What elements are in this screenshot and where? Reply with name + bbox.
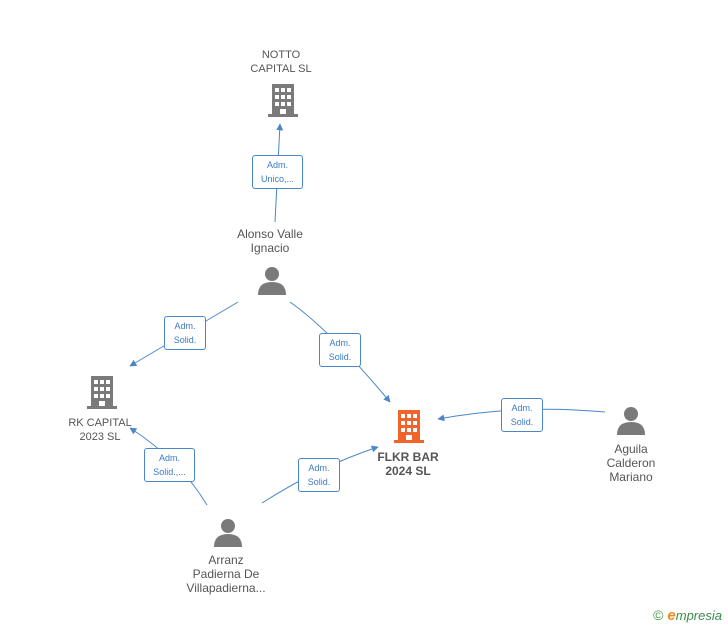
edge-label-alonso-rk[interactable]: Adm. Solid.: [164, 316, 206, 350]
node-label-notto[interactable]: NOTTO CAPITAL SL: [250, 49, 312, 75]
node-label-alonso[interactable]: Alonso Valle Ignacio: [237, 227, 303, 255]
person-icon[interactable]: [617, 407, 645, 435]
building-icon[interactable]: [268, 84, 298, 117]
brand-initial: e: [667, 607, 676, 624]
person-icon[interactable]: [214, 519, 242, 547]
edge-label-arranz-rk[interactable]: Adm. Solid.,...: [144, 448, 195, 482]
building-icon[interactable]: [87, 376, 117, 409]
node-label-flkr[interactable]: FLKR BAR 2024 SL: [377, 450, 439, 478]
person-icon[interactable]: [258, 267, 286, 295]
edge-label-alonso-flkr[interactable]: Adm. Solid.: [319, 333, 361, 367]
copyright-symbol: ©: [653, 607, 664, 623]
brand-name: mpresia: [675, 608, 722, 623]
node-label-arranz[interactable]: Arranz Padierna De Villapadierna...: [186, 553, 266, 595]
node-label-aguila[interactable]: Aguila Calderon Mariano: [606, 442, 656, 484]
node-label-rk[interactable]: RK CAPITAL 2023 SL: [68, 417, 132, 443]
edge-label-arranz-flkr[interactable]: Adm. Solid.: [298, 458, 340, 492]
edge-label-aguila-flkr[interactable]: Adm. Solid.: [501, 398, 543, 432]
edge-label-alonso-notto[interactable]: Adm. Unico,...: [252, 155, 303, 189]
building-icon-main[interactable]: [394, 410, 424, 443]
brand-logo: ©empresia: [653, 607, 722, 624]
